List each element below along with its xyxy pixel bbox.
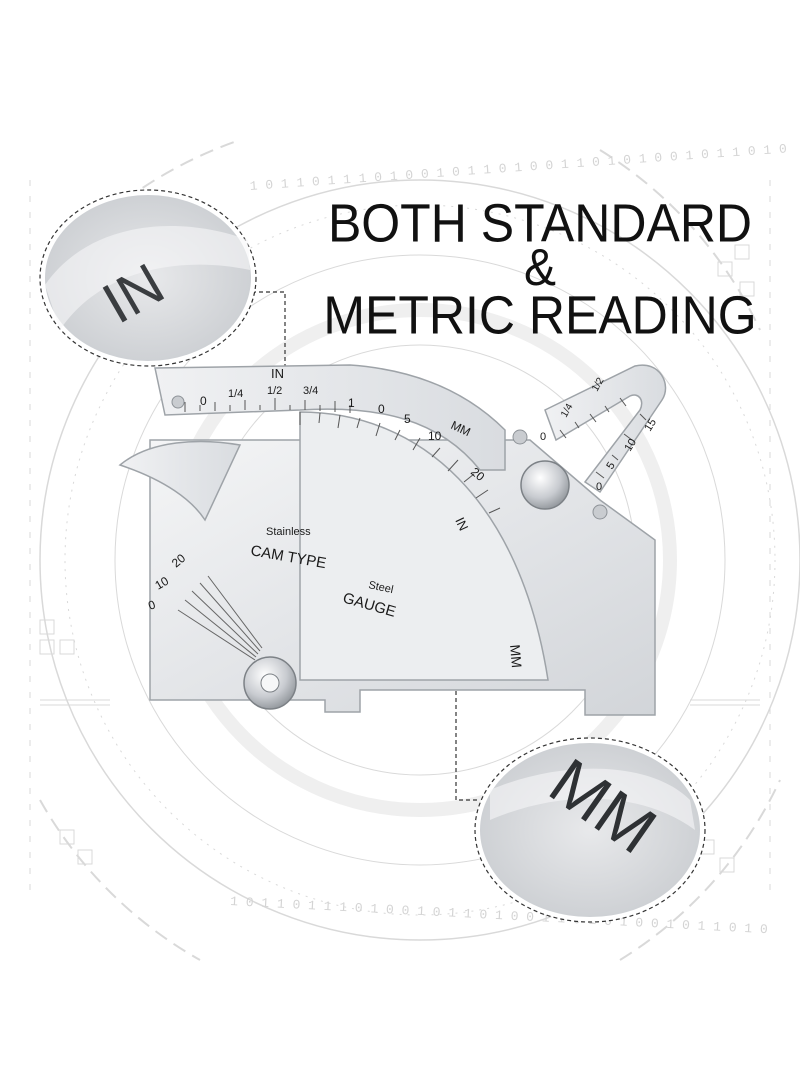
- inch-scale-label: 1/4: [228, 388, 243, 400]
- binary-text-top: 1 0 1 1 0 1 1 1 0 1 0 0 1 0 1 1 0 1 0 0 …: [249, 141, 787, 194]
- binary-text-bottom: 1 0 1 1 0 1 1 1 0 1 0 0 1 0 1 1 0 1 0 0 …: [230, 894, 768, 937]
- rivet-hole: [512, 429, 528, 445]
- slider-ticks: [559, 397, 647, 479]
- inch-scale-label: 1/2: [267, 385, 282, 397]
- angle-fan-lines: [177, 575, 263, 661]
- mm-scale-label: 0: [378, 402, 385, 416]
- mm-scale-label: 10: [428, 429, 442, 443]
- dial-tick-marks: [299, 412, 501, 514]
- side-inch-label: IN: [452, 515, 471, 533]
- zoom-callout-inch: IN: [39, 189, 257, 367]
- material-bottom: Steel: [367, 579, 394, 596]
- slider-mm-label: 0: [596, 481, 602, 493]
- inch-arc-label: IN: [271, 366, 284, 381]
- inch-scale-label: 0: [200, 394, 207, 408]
- pivot-knob: [520, 460, 570, 510]
- bottom-mm-label: MM: [507, 644, 525, 669]
- slider-mm-label: 5: [604, 460, 617, 472]
- slider-mm-label: 10: [622, 437, 639, 454]
- headline-line-1: BOTH STANDARD: [327, 192, 753, 254]
- material-top: Stainless: [266, 526, 311, 538]
- slider-inch-label: 0: [540, 431, 546, 443]
- headline-line-3: METRIC READING: [323, 284, 757, 346]
- inch-scale-label: 1: [348, 396, 355, 410]
- inch-scale-label: 3/4: [303, 385, 318, 397]
- cam-pivot-center: [260, 673, 280, 693]
- rivet-hole: [171, 395, 185, 409]
- gauge-fin: [118, 440, 242, 522]
- top-ruler-ticks: [184, 398, 351, 413]
- angle-label: 0: [146, 597, 157, 613]
- angle-label: 10: [153, 574, 172, 593]
- mm-scale-label: 5: [404, 412, 411, 426]
- zoom-callout-mm: MM: [474, 737, 706, 923]
- slider-mm-label: 15: [642, 417, 659, 434]
- weld-gauge: [118, 364, 667, 716]
- rivet-hole: [592, 504, 608, 520]
- callout-leaders: [252, 291, 480, 801]
- gauge-dial: [299, 411, 549, 681]
- headline-line-2: &: [523, 239, 556, 298]
- gauge-slider-arm: [544, 364, 667, 494]
